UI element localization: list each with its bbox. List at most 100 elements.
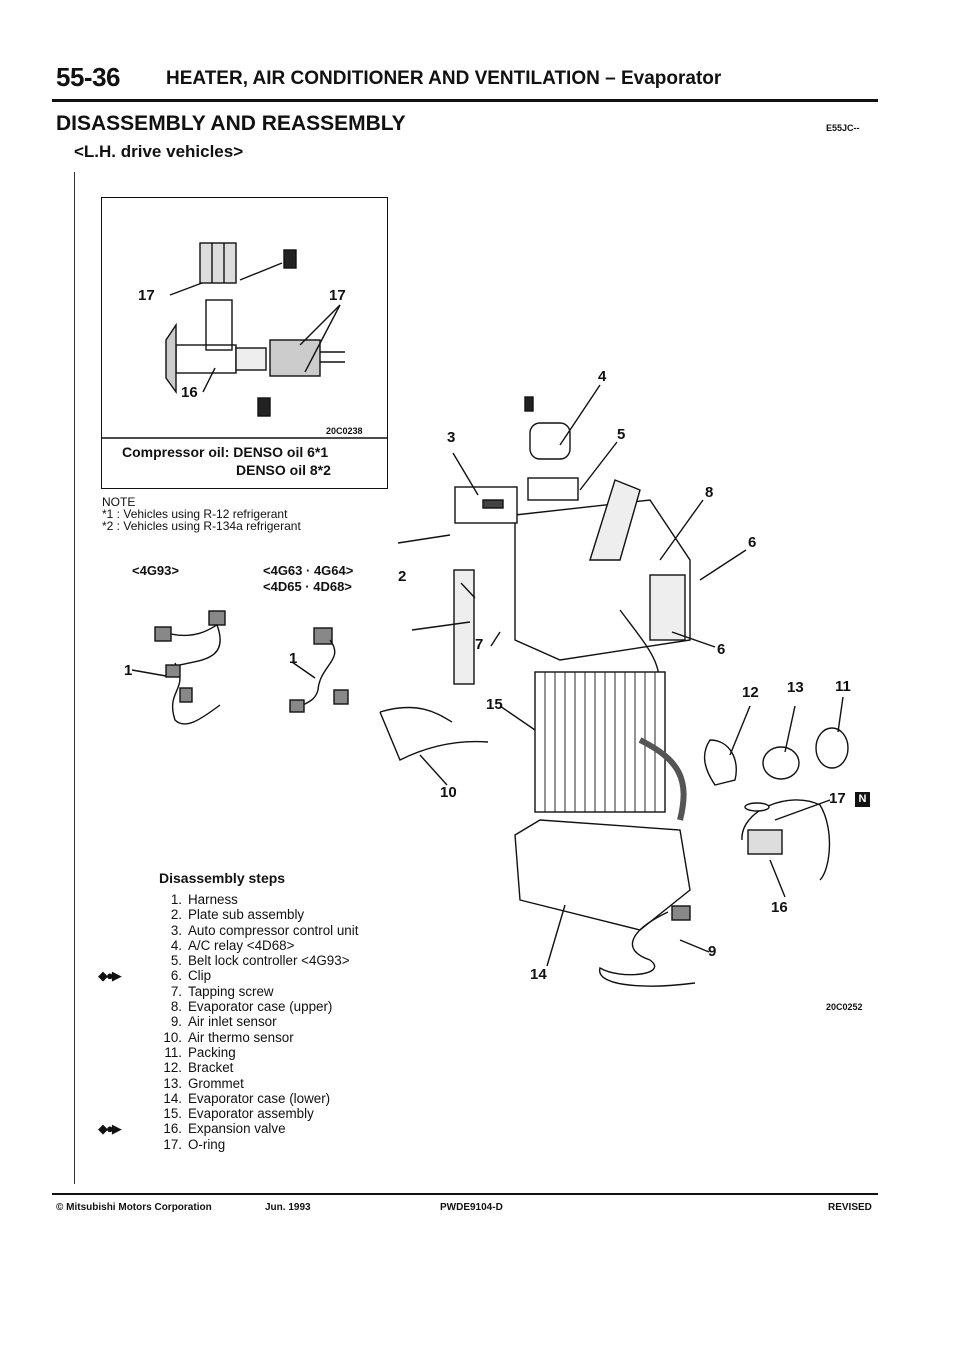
step-text: Evaporator case (lower) (188, 1090, 331, 1106)
section-subtitle: <L.H. drive vehicles> (74, 142, 244, 161)
step-num: 13. (163, 1075, 182, 1091)
step-item: 4. A/C relay <4D68> (160, 938, 358, 953)
header-title-text: HEATER, AIR CONDITIONER AND VENTILATION (166, 68, 600, 89)
callout-7: 7 (475, 636, 484, 653)
step-num: 4. (170, 937, 182, 953)
callout-3: 3 (447, 429, 456, 446)
step-text: Bracket (188, 1060, 234, 1076)
callout-12: 12 (742, 684, 759, 701)
step-num: 1. (170, 892, 182, 907)
step-text: Plate sub assembly (188, 907, 305, 923)
step-item: 8. Evaporator case (upper) (160, 999, 358, 1014)
note-block: NOTE *1 : Vehicles using R-12 refrigeran… (102, 496, 301, 532)
header-dash: – (605, 68, 616, 89)
steps-title: Disassembly steps (159, 870, 286, 886)
section-code: E55JC-- (826, 123, 860, 133)
engine-label-4g63-line1: <4G63 · 4G64> (263, 563, 354, 578)
step-item: 7. Tapping screw (160, 984, 358, 999)
step-num: 5. (170, 953, 182, 969)
step-num: 16. (163, 1121, 182, 1137)
margin-line (74, 172, 75, 1184)
step-text: Expansion valve (188, 1121, 286, 1137)
step-text: Clip (188, 968, 212, 984)
step-num: 6. (170, 968, 182, 984)
new-part-badge: N (855, 792, 870, 807)
note-heading: NOTE (102, 495, 136, 509)
engine-label-4g93: <4G93> (132, 563, 179, 578)
footer-rule (52, 1193, 878, 1195)
step-item: 3. Auto compressor control unit (160, 922, 359, 938)
footer-status: REVISED (828, 1202, 872, 1213)
callout-11: 11 (835, 678, 851, 695)
step-num: 9. (170, 1014, 182, 1030)
header-rule (52, 99, 878, 102)
callout-4: 4 (598, 368, 607, 385)
step-text: Belt lock controller <4G93> (188, 953, 350, 969)
step-text: O-ring (188, 1136, 226, 1152)
page-number: 55-36 (56, 62, 121, 92)
inset-label-17-left: 17 (138, 287, 155, 304)
step-text: Grommet (188, 1075, 244, 1091)
step-item: 14. Evaporator case (lower) (160, 1091, 358, 1106)
callout-6-upper: 6 (748, 534, 757, 551)
step-item: 1. Harness (160, 892, 358, 907)
step-item: 11.Packing (160, 1045, 358, 1060)
step-item: 5. Belt lock controller <4G93> (160, 953, 358, 968)
callout-17: 17 (829, 790, 846, 807)
callout-1-right: 1 (289, 650, 298, 667)
step-item: 16. Expansion valve (160, 1121, 358, 1136)
page-header-title: HEATER, AIR CONDITIONER AND VENTILATION … (166, 68, 721, 90)
inset-label-17-right: 17 (329, 287, 346, 304)
inset-box (101, 197, 388, 489)
callout-1-left: 1 (124, 662, 133, 679)
step-text: Auto compressor control unit (188, 922, 359, 938)
callout-9: 9 (708, 943, 717, 960)
step-item: 10. Air thermo sensor (160, 1030, 358, 1045)
diagram-figure-code: 20C0252 (826, 1002, 863, 1012)
callout-8: 8 (705, 484, 714, 501)
callout-10: 10 (440, 784, 457, 801)
step-num: 8. (170, 999, 182, 1015)
step-text: Evaporator assembly (188, 1106, 314, 1122)
reassembly-marker-icon: ◆●▶ (98, 968, 122, 983)
section-title: DISASSEMBLY AND REASSEMBLY (56, 112, 406, 135)
steps-list: 1. Harness 2. Plate sub assembly 3. Auto co… (160, 892, 358, 1152)
oil-line-2: DENSO oil 8*2 (236, 462, 331, 478)
step-num: 7. (170, 983, 182, 999)
step-text: Air inlet sensor (188, 1014, 277, 1030)
step-num: 17. (163, 1136, 182, 1152)
step-text: A/C relay <4D68> (188, 937, 295, 953)
callout-16: 16 (771, 899, 788, 916)
step-text: Harness (188, 892, 238, 907)
step-item: 9. Air inlet sensor (160, 1014, 358, 1029)
compressor-oil-note: Compressor oil: DENSO oil 6*1 DENSO oil … (104, 443, 386, 479)
step-text: Tapping screw (188, 983, 274, 999)
step-text: Air thermo sensor (188, 1029, 294, 1045)
step-item: 12. Bracket (160, 1060, 358, 1075)
callout-15: 15 (486, 696, 503, 713)
step-num: 12. (163, 1060, 182, 1076)
step-num: 3. (170, 922, 182, 938)
footer-copyright: © Mitsubishi Motors Corporation (56, 1202, 212, 1213)
step-item: 17. O-ring (160, 1137, 358, 1152)
callout-5: 5 (617, 426, 626, 443)
callout-6-lower: 6 (717, 641, 726, 658)
step-text: Packing (188, 1044, 236, 1060)
note-line-1: *1 : Vehicles using R-12 refrigerant (102, 507, 288, 521)
callout-13: 13 (787, 679, 804, 696)
step-item: 13. Grommet (160, 1076, 358, 1091)
step-num: 15. (163, 1106, 182, 1122)
step-text: Evaporator case (upper) (188, 999, 333, 1015)
callout-14: 14 (530, 966, 547, 983)
reassembly-marker-icon: ◆●▶ (98, 1121, 122, 1136)
engine-label-4g63-line2: <4D65 · 4D68> (263, 579, 352, 594)
inset-label-16: 16 (181, 384, 198, 401)
footer-doc-code: PWDE9104-D (440, 1202, 503, 1213)
step-num: 10. (163, 1029, 182, 1045)
header-subtitle: Evaporator (620, 68, 722, 89)
footer-date: Jun. 1993 (265, 1202, 311, 1213)
step-item: 2. Plate sub assembly (160, 907, 358, 922)
step-num: 14. (163, 1090, 182, 1106)
step-num: 2. (170, 907, 182, 923)
